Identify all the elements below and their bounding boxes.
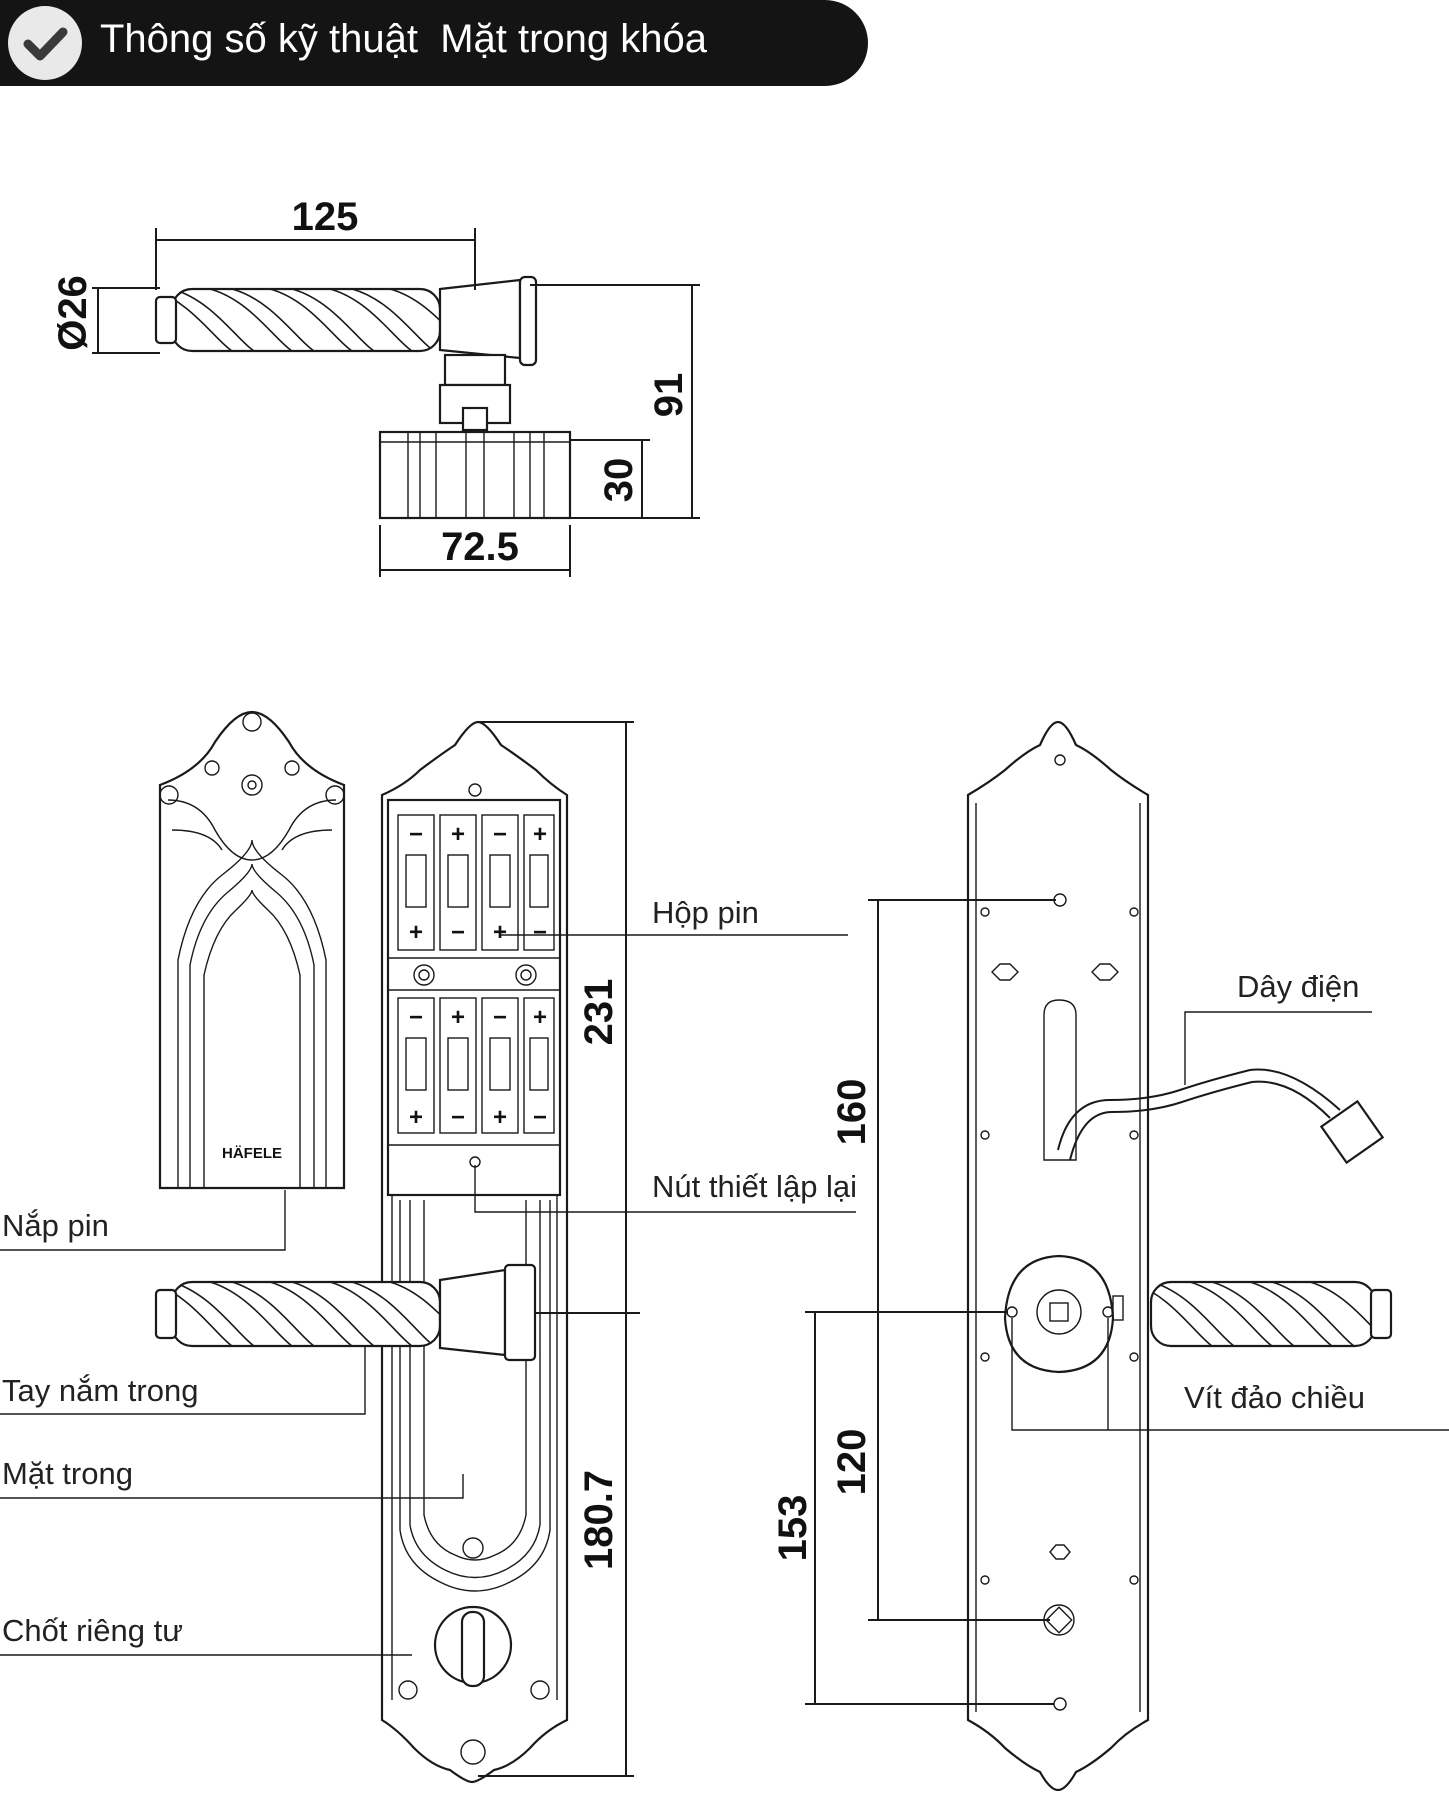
- dim-total-height: 91: [647, 373, 691, 418]
- dim-handle-diameter: Ø26: [51, 275, 95, 351]
- spindle-upper: [443, 353, 507, 387]
- battery-minus: −: [409, 821, 423, 848]
- dim-plate-height: 231: [577, 979, 621, 1046]
- battery-plus: +: [409, 1104, 423, 1131]
- battery-minus: −: [493, 821, 507, 848]
- battery-minus: −: [451, 1104, 465, 1131]
- brand-logo-text: HÄFELE: [222, 1145, 282, 1162]
- label-inner-handle: Tay nắm trong: [2, 1373, 198, 1408]
- dim-handle-to-end: 153: [771, 1495, 815, 1562]
- battery-minus: −: [533, 1104, 547, 1131]
- battery-plus: +: [493, 1104, 507, 1131]
- wire: [1057, 1068, 1341, 1151]
- battery-minus: −: [409, 1004, 423, 1031]
- battery-plus: +: [493, 919, 507, 946]
- privacy-latch-knob: [460, 1610, 486, 1688]
- battery-minus: −: [451, 919, 465, 946]
- dim-handle-to-bottom: 120: [830, 1429, 874, 1496]
- handle-grip: [170, 287, 442, 353]
- label-battery-box: Hộp pin: [652, 895, 759, 930]
- battery-cover: HÄFELE: [158, 710, 346, 1190]
- spindle-slot: [1043, 999, 1077, 1161]
- base-block: [378, 430, 572, 520]
- label-reversing-screw: Vít đảo chiều: [1184, 1380, 1365, 1415]
- dim-base-width: 72.5: [441, 525, 519, 569]
- dim-plate-lower: 180.7: [577, 1470, 621, 1570]
- battery-plus: +: [533, 821, 547, 848]
- wire-connector: [1319, 1099, 1385, 1165]
- battery-plus: +: [409, 919, 423, 946]
- label-privacy-latch: Chốt riêng tư: [2, 1613, 183, 1648]
- outer-handle-grip: [1149, 1280, 1377, 1348]
- spindle-key: [461, 406, 489, 432]
- dim-handle-length: 125: [292, 195, 359, 239]
- check-icon: [8, 6, 82, 80]
- side-dimension-lines: [92, 228, 700, 577]
- inner-plate-front: − + − + + − + − − + − + + − + −: [154, 720, 569, 1784]
- battery-plus: +: [451, 821, 465, 848]
- side-view: 125 Ø26 91 30 72.5: [51, 195, 700, 577]
- handle-end-cap: [154, 295, 178, 345]
- battery-minus: −: [493, 1004, 507, 1031]
- plate-dimension-lines: [478, 721, 640, 1777]
- back-plate: [966, 720, 1393, 1792]
- header-bar: Thông số kỹ thuật Mặt trong khóa: [0, 0, 868, 86]
- handle-rose-back: [1003, 1254, 1115, 1374]
- battery-cells: [397, 814, 555, 1134]
- battery-plus: +: [451, 1004, 465, 1031]
- page-title: Thông số kỹ thuật Mặt trong khóa: [100, 17, 708, 61]
- battery-plus: +: [533, 1004, 547, 1031]
- handle-rose: [518, 275, 538, 367]
- callout-labels: Hộp pin Dây điện Nút thiết lập lại Nắp p…: [2, 895, 1365, 1648]
- callout-leaders: [0, 934, 1449, 1656]
- label-wire: Dây điện: [1237, 969, 1359, 1004]
- label-inner-face: Mặt trong: [2, 1456, 133, 1491]
- base-block-ribs: [380, 432, 570, 518]
- battery-minus: −: [533, 919, 547, 946]
- inner-handle-grip: [170, 1280, 442, 1348]
- dim-hole-distance: 160: [830, 1079, 874, 1146]
- label-battery-cover: Nắp pin: [2, 1208, 109, 1243]
- dim-base-height: 30: [597, 458, 641, 503]
- label-reset-button: Nút thiết lập lại: [652, 1169, 857, 1204]
- handle-twist-pattern: [172, 289, 440, 351]
- handle-neck: [438, 278, 522, 360]
- back-dimension-lines: [805, 899, 1056, 1705]
